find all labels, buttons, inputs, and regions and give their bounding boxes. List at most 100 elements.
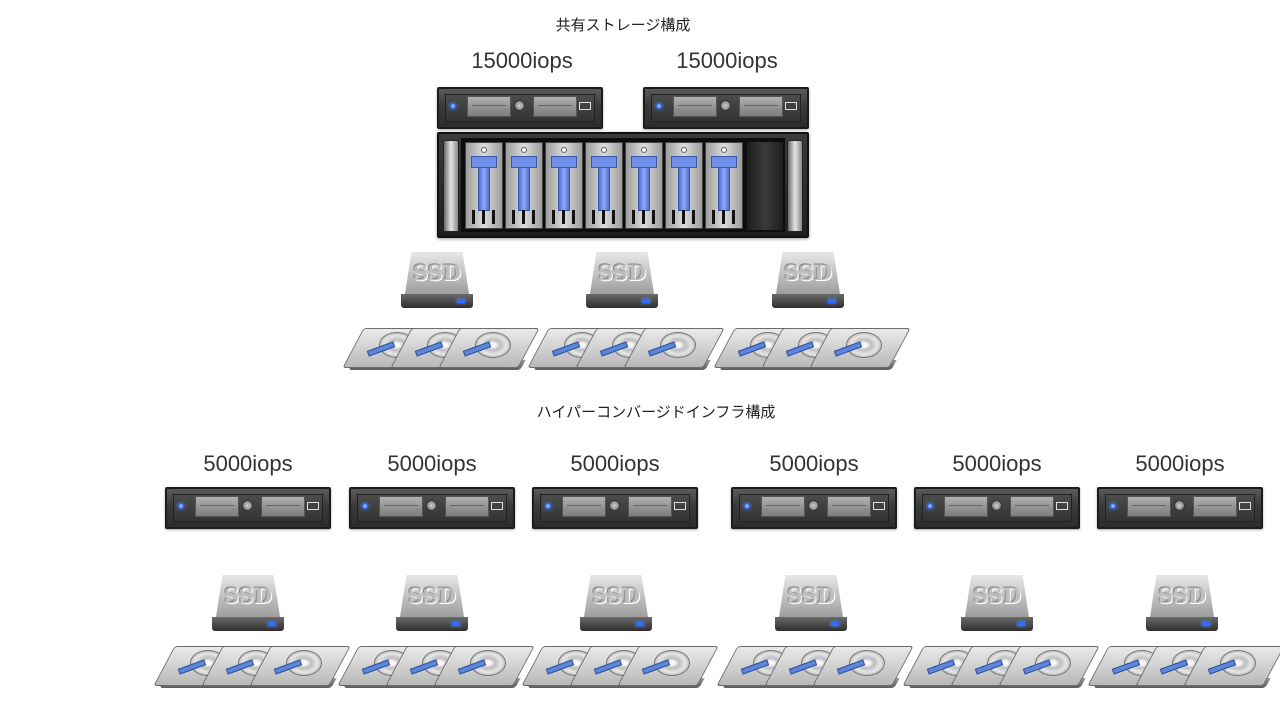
hard-disk-icon [249, 636, 351, 692]
tray-vents [512, 210, 536, 224]
drive-bay [467, 96, 511, 117]
tray-latch [481, 147, 487, 153]
drive-bay [628, 496, 672, 517]
tray-lever [678, 167, 690, 211]
power-button-icon [808, 500, 819, 511]
hard-disk-icon [998, 636, 1100, 692]
storage-array-icon [437, 132, 809, 238]
drive-tray-icon [465, 142, 503, 229]
power-led-icon [450, 103, 456, 109]
tray-vents [672, 210, 696, 224]
ssd-label: SSD [1150, 575, 1214, 617]
tray-latch [721, 147, 727, 153]
tray-vents [632, 210, 656, 224]
power-led-icon [656, 103, 662, 109]
node-iops-label: 5000iops [952, 451, 1042, 476]
drive-bay [445, 496, 489, 517]
hard-disk-icon [438, 318, 540, 374]
empty-bay [747, 142, 783, 230]
tray-lever [718, 167, 730, 211]
drive-bay [827, 496, 871, 517]
drive-bay [673, 96, 717, 117]
drive-bay [261, 496, 305, 517]
node-iops-label: 5000iops [1135, 451, 1225, 476]
power-led-icon [362, 503, 368, 509]
rack-server-icon [643, 87, 809, 129]
ssd-front [775, 617, 847, 631]
ssd-label: SSD [405, 252, 469, 294]
power-button-icon [242, 500, 253, 511]
hard-disk-icon [812, 636, 914, 692]
power-button-icon [426, 500, 437, 511]
drive-bay [379, 496, 423, 517]
tray-latch [601, 147, 607, 153]
hard-disk-icon [623, 318, 725, 374]
port-icon [1056, 502, 1068, 510]
tray-vents [712, 210, 736, 224]
controller-iops-label: 15000iops [676, 48, 778, 73]
hard-disk-icon [1183, 636, 1280, 692]
drive-bay [533, 96, 577, 117]
node-iops-label: 5000iops [203, 451, 293, 476]
tray-latch [681, 147, 687, 153]
drive-bay [1193, 496, 1237, 517]
port-icon [674, 502, 686, 510]
port-icon [873, 502, 885, 510]
ssd-label: SSD [965, 575, 1029, 617]
hard-disk-icon [809, 318, 911, 374]
rack-handle [787, 140, 803, 232]
rack-server-icon [914, 487, 1080, 529]
tray-lever [518, 167, 530, 211]
hard-disk-icon [433, 636, 535, 692]
node-iops-label: 5000iops [769, 451, 859, 476]
shared-storage-title: 共有ストレージ構成 [555, 16, 691, 34]
rack-server-icon [731, 487, 897, 529]
node-iops-label: 5000iops [570, 451, 660, 476]
ssd-label: SSD [400, 575, 464, 617]
ssd-icon: SSD [1144, 575, 1220, 635]
ssd-label: SSD [779, 575, 843, 617]
power-led-icon [744, 503, 750, 509]
tray-latch [521, 147, 527, 153]
rack-server-icon [165, 487, 331, 529]
ssd-front [580, 617, 652, 631]
ssd-label: SSD [776, 252, 840, 294]
port-icon [491, 502, 503, 510]
power-button-icon [991, 500, 1002, 511]
drive-bay [1010, 496, 1054, 517]
rack-handle [443, 140, 459, 232]
power-led-icon [1110, 503, 1116, 509]
ssd-icon: SSD [578, 575, 654, 635]
rack-server-icon [437, 87, 603, 129]
ssd-front [1146, 617, 1218, 631]
ssd-icon: SSD [773, 575, 849, 635]
ssd-front [396, 617, 468, 631]
rack-server-icon [532, 487, 698, 529]
tray-latch [561, 147, 567, 153]
tray-lever [638, 167, 650, 211]
ssd-icon: SSD [584, 252, 660, 312]
hard-disk-icon [617, 636, 719, 692]
port-icon [579, 102, 591, 110]
power-button-icon [514, 100, 525, 111]
tray-vents [592, 210, 616, 224]
hci-title: ハイパーコンバージドインフラ構成 [536, 403, 776, 421]
power-led-icon [545, 503, 551, 509]
drive-tray-icon [545, 142, 583, 229]
rack-server-icon [349, 487, 515, 529]
ssd-icon: SSD [770, 252, 846, 312]
ssd-label: SSD [216, 575, 280, 617]
drive-tray-icon [705, 142, 743, 229]
drive-bay [1127, 496, 1171, 517]
tray-vents [472, 210, 496, 224]
ssd-front [772, 294, 844, 308]
drive-tray-icon [585, 142, 623, 229]
tray-latch [641, 147, 647, 153]
ssd-front [586, 294, 658, 308]
port-icon [307, 502, 319, 510]
power-button-icon [609, 500, 620, 511]
tray-lever [598, 167, 610, 211]
drive-tray-icon [505, 142, 543, 229]
port-icon [1239, 502, 1251, 510]
ssd-front [401, 294, 473, 308]
